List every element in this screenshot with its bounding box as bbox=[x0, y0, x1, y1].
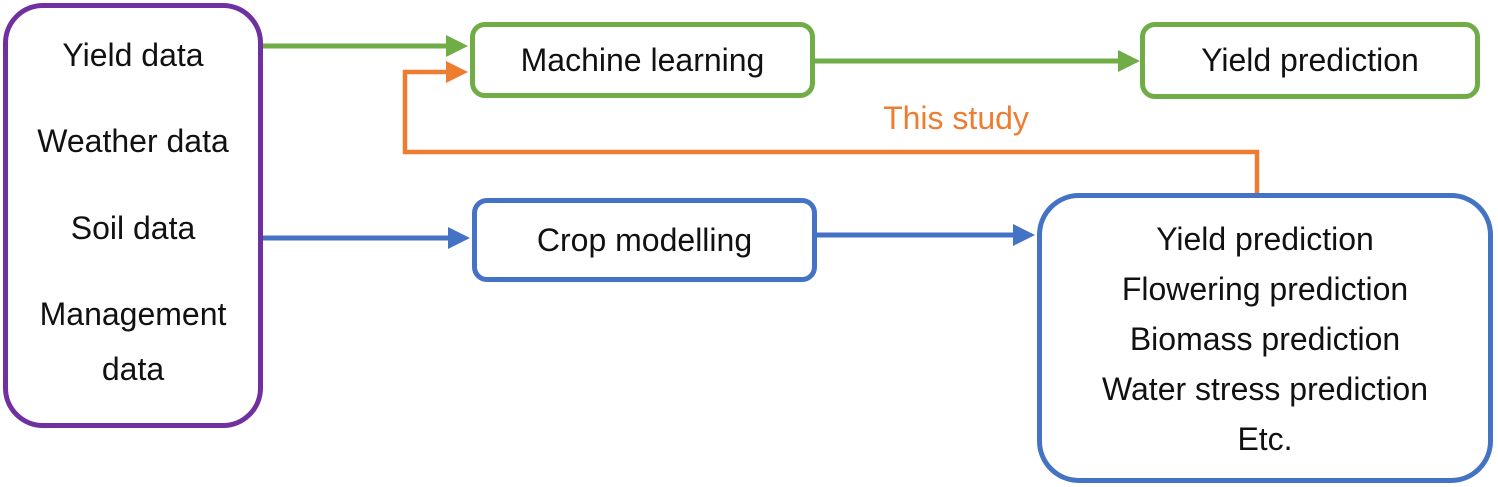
input-line-management-data: Management data bbox=[39, 295, 227, 387]
node-crop-model-outputs: Yield prediction Flowering prediction Bi… bbox=[1037, 193, 1493, 483]
arrowhead-crop-modelling-to-outputs bbox=[1013, 224, 1035, 246]
node-yield-prediction: Yield prediction bbox=[1140, 22, 1480, 99]
output-line-etc: Etc. bbox=[1237, 421, 1293, 457]
output-line-flowering-prediction: Flowering prediction bbox=[1121, 271, 1409, 307]
arrowhead-inputs-to-crop-modelling bbox=[448, 227, 470, 249]
output-line-water-stress-prediction: Water stress prediction bbox=[1101, 371, 1429, 407]
input-line-yield-data: Yield data bbox=[62, 37, 204, 73]
input-line-weather-data: Weather data bbox=[37, 123, 229, 160]
node-crop-modelling: Crop modelling bbox=[472, 198, 817, 282]
node-input-data: Yield data Weather data Soil data Manage… bbox=[3, 3, 263, 428]
arrowhead-ml-to-yield-prediction bbox=[1118, 50, 1140, 72]
node-yield-prediction-label: Yield prediction bbox=[1201, 42, 1419, 78]
arrowhead-inputs-to-ml bbox=[446, 35, 468, 57]
input-line-soil-data: Soil data bbox=[70, 209, 196, 246]
arrowhead-outputs-to-ml-this-study bbox=[446, 61, 468, 83]
arrow-outputs-to-ml-this-study bbox=[402, 69, 1260, 196]
this-study-label: This study bbox=[883, 100, 1029, 136]
node-crop-modelling-label: Crop modelling bbox=[536, 221, 753, 258]
output-line-biomass-prediction: Biomass prediction bbox=[1129, 321, 1401, 357]
node-machine-learning-label: Machine learning bbox=[520, 41, 765, 78]
output-line-yield-prediction: Yield prediction bbox=[1156, 221, 1374, 257]
node-machine-learning: Machine learning bbox=[470, 22, 815, 98]
